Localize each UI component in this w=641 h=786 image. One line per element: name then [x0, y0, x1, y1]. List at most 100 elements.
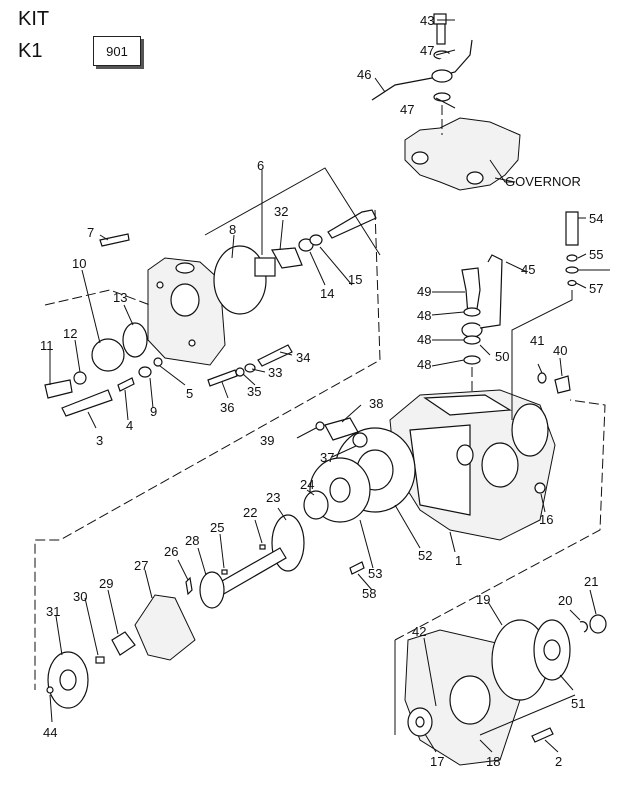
- part-20-clip: [579, 621, 588, 633]
- part-9-plug: [138, 366, 152, 378]
- callout-47b: 47: [400, 102, 414, 117]
- callout-46: 46: [357, 67, 371, 82]
- part-43-bolt: [433, 13, 447, 45]
- kit-number-box: 901: [93, 36, 141, 66]
- callout-52: 52: [418, 548, 432, 563]
- callout-3: 3: [96, 433, 103, 448]
- part-39-screw: [315, 421, 325, 431]
- callout-9: 9: [150, 404, 157, 419]
- part-11-bolt: [44, 379, 73, 399]
- part-25-key: [221, 569, 228, 575]
- callout-19: 19: [476, 592, 490, 607]
- callout-25: 25: [210, 520, 224, 535]
- part-13-oring: [122, 322, 148, 358]
- callout-41: 41: [530, 333, 544, 348]
- governor-label: GOVERNOR: [505, 174, 581, 189]
- callout-50: 50: [495, 349, 509, 364]
- part-22-key: [259, 544, 266, 550]
- part-32-plate: [271, 247, 303, 269]
- part-48-washer-a: [463, 307, 481, 317]
- callout-24: 24: [300, 477, 314, 492]
- part-33-washer: [244, 363, 256, 373]
- part-37-oring: [352, 432, 368, 448]
- callout-36: 36: [220, 400, 234, 415]
- callout-37: 37: [320, 450, 334, 465]
- part-48-washer-c: [463, 355, 481, 365]
- leader-lines: [49, 19, 597, 753]
- callout-2: 2: [555, 754, 562, 769]
- callout-43: 43: [420, 13, 434, 28]
- callout-54: 54: [589, 211, 603, 226]
- callout-44: 44: [43, 725, 57, 740]
- callout-6: 6: [257, 158, 264, 173]
- callout-1: 1: [455, 553, 462, 568]
- callout-35: 35: [247, 384, 261, 399]
- callout-14: 14: [320, 286, 334, 301]
- part-10-plug: [91, 338, 125, 372]
- callout-55: 55: [589, 247, 603, 262]
- part-58-screw: [349, 561, 365, 575]
- part-46-pipe: [371, 39, 473, 101]
- callout-51: 51: [571, 696, 585, 711]
- callout-31: 31: [46, 604, 60, 619]
- part-45-pipe: [479, 254, 503, 329]
- callout-18: 18: [486, 754, 500, 769]
- part-41-oring: [537, 372, 547, 384]
- callout-32: 32: [274, 204, 288, 219]
- part-44-nut: [46, 686, 54, 694]
- callout-38: 38: [369, 396, 383, 411]
- callout-28: 28: [185, 533, 199, 548]
- part-2-bolt: [531, 727, 554, 743]
- part-36-bolt: [207, 369, 238, 387]
- part-54-valve: [565, 211, 579, 246]
- part-6-valve-body: [147, 257, 226, 366]
- callout-26: 26: [164, 544, 178, 559]
- part-28-hub: [199, 571, 225, 609]
- part-55-seal: [566, 254, 578, 262]
- callout-20: 20: [558, 593, 572, 608]
- part-16-nut: [534, 482, 546, 494]
- callout-40: 40: [553, 343, 567, 358]
- kit-id: K1: [18, 40, 43, 62]
- part-26-clip: [185, 576, 193, 596]
- governor-housing: [404, 117, 521, 191]
- callout-27: 27: [134, 558, 148, 573]
- callout-30: 30: [73, 589, 87, 604]
- part-50-fitting: [461, 322, 483, 338]
- callout-10: 10: [72, 256, 86, 271]
- callout-58: 58: [362, 586, 376, 601]
- callout-15: 15: [348, 272, 362, 287]
- callout-39: 39: [260, 433, 274, 448]
- callout-33: 33: [268, 365, 282, 380]
- callout-48c: 48: [417, 357, 431, 372]
- part-30-spring: [95, 656, 105, 664]
- part-29-spider: [111, 631, 136, 656]
- callout-13: 13: [113, 290, 127, 305]
- callout-42: 42: [412, 624, 426, 639]
- callout-5: 5: [186, 386, 193, 401]
- callout-48a: 48: [417, 308, 431, 323]
- part-38-cover: [324, 417, 359, 441]
- callout-49: 49: [417, 284, 431, 299]
- part-4-spring: [117, 377, 135, 392]
- callout-45: 45: [521, 262, 535, 277]
- callout-34: 34: [296, 350, 310, 365]
- part-48-washer-b: [463, 335, 481, 345]
- kit-label: KIT: [18, 8, 50, 30]
- part-21-nut: [589, 614, 607, 634]
- callout-8: 8: [229, 222, 236, 237]
- callout-53: 53: [368, 566, 382, 581]
- callout-47a: 47: [420, 43, 434, 58]
- part-1-pump-housing: [389, 389, 556, 541]
- part-8-sleeve: [254, 257, 276, 277]
- part-27-weight-holder: [134, 594, 196, 661]
- part-57-oring: [567, 279, 577, 287]
- part-7-bolt: [99, 233, 130, 247]
- callout-11: 11: [40, 338, 54, 353]
- part-24-thrust-washer: [303, 490, 329, 520]
- part-40-plug: [554, 375, 571, 394]
- callout-22: 22: [243, 505, 257, 520]
- callout-23: 23: [266, 490, 280, 505]
- callout-4: 4: [126, 418, 133, 433]
